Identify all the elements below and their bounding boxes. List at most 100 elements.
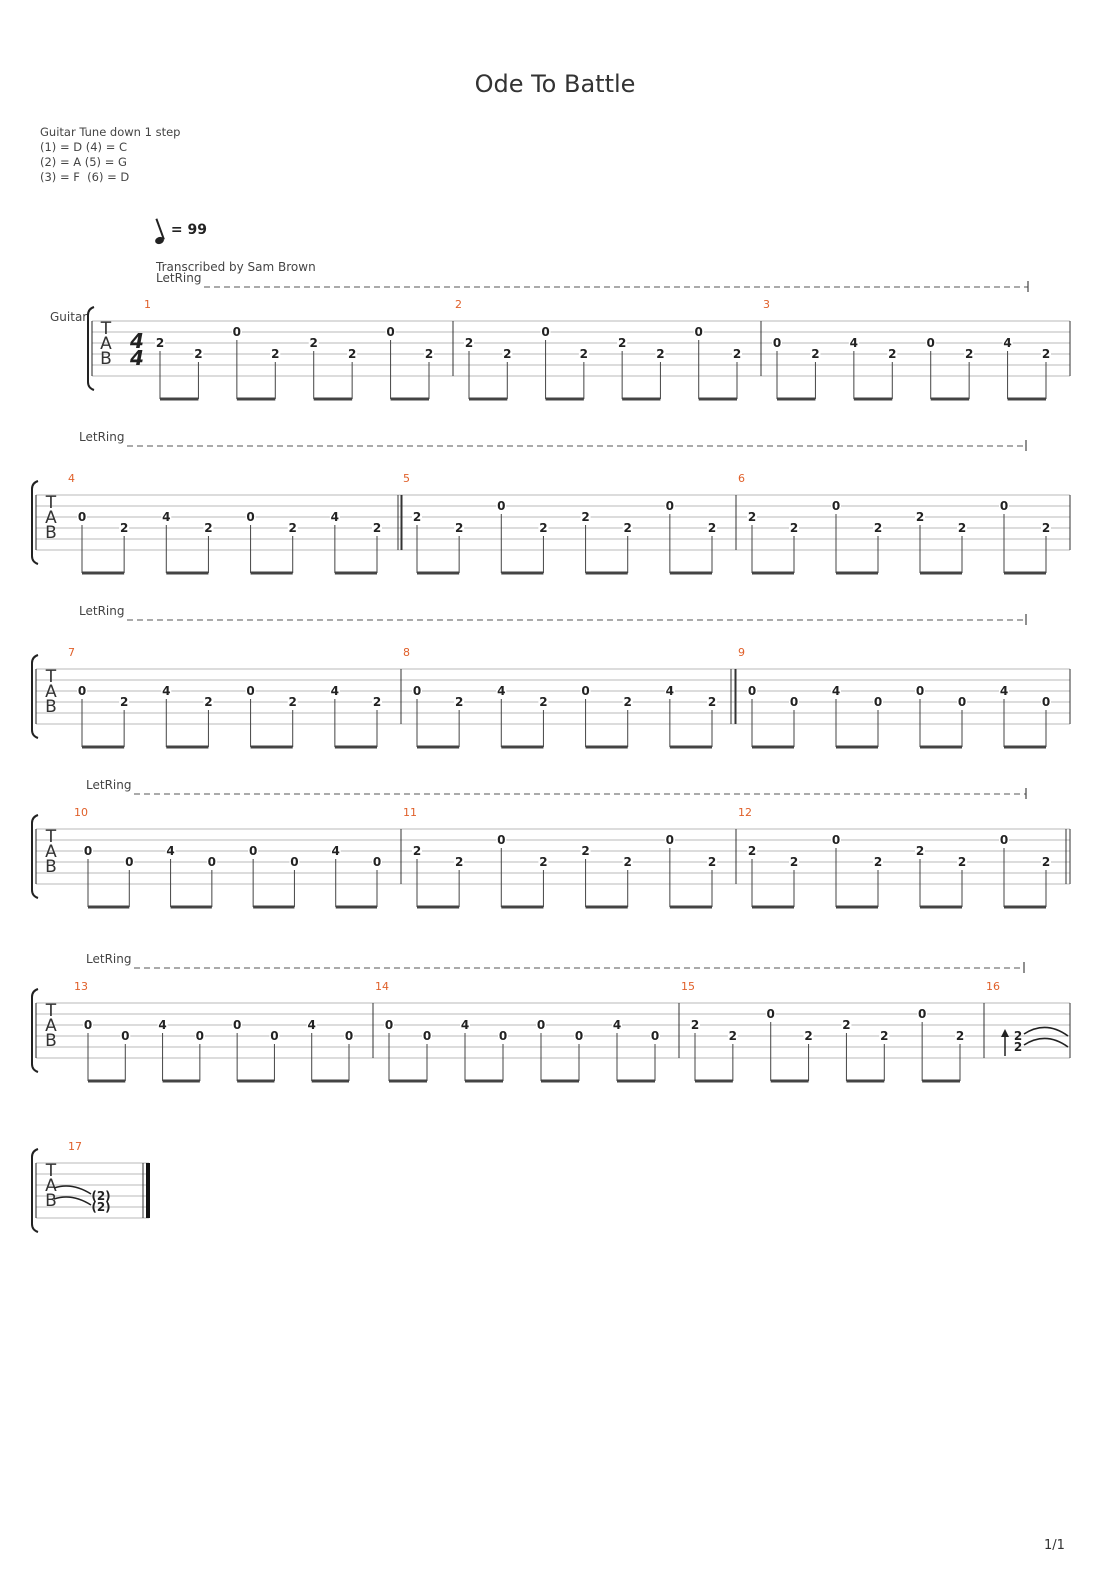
fret-mask [747,511,757,523]
fret-mask [498,1030,508,1042]
fret-mask [384,1019,394,1031]
fret-mask [655,348,666,360]
fret-mask [999,500,1009,512]
fret-number: 2 [289,695,297,709]
system-bracket [31,480,39,565]
measure-number: 15 [681,980,695,993]
fret-mask [124,856,135,868]
tab-clef-letter: T [45,1001,57,1021]
fret-mask [193,348,204,360]
fret-number: 4 [331,684,339,698]
tab-clef-letter: T [100,319,112,339]
fret-number: 0 [773,336,781,350]
fret-mask [231,326,242,338]
fret-mask [329,511,340,523]
fret-mask [1041,522,1051,534]
fret-mask [203,696,214,708]
fret-number: 2 [624,695,632,709]
tuning-info: Guitar Tune down 1 step (1) = D (4) = C … [40,125,180,185]
fret-mask [412,685,422,697]
fret-number: 0 [537,1018,545,1032]
fret-mask [1041,856,1051,868]
fret-mask [412,511,422,523]
fret-number: 0 [386,325,394,339]
let-ring-label: LetRing [86,778,131,792]
measure-number: 14 [375,980,389,993]
fret-mask [161,511,172,523]
fret-number: 2 [204,521,212,535]
fret-mask [454,856,465,868]
fret-number: 0 [423,1029,431,1043]
fret-number: 2 [455,855,463,869]
fret-number: 0 [121,1029,129,1043]
fret-number: 0 [78,510,86,524]
fret-mask [245,511,256,523]
fret-mask [308,337,319,349]
fret-number: 0 [499,1029,507,1043]
fret-number: 0 [651,1029,659,1043]
fret-number: 0 [1000,833,1008,847]
fret-number: 0 [790,695,798,709]
page-number: 1/1 [1044,1538,1065,1553]
fret-number: 2 [874,521,882,535]
fret-mask [841,1019,852,1031]
fret-number: 2 [729,1029,737,1043]
fret-number: 4 [666,684,674,698]
fret-mask [454,522,465,534]
fret-number: 2 [916,844,924,858]
fret-number: 0 [373,855,381,869]
tab-clef-letter: B [100,349,112,369]
fret-mask [580,845,591,857]
fret-mask [622,522,633,534]
fret-number: 2 [708,695,716,709]
fret-number: 0 [575,1029,583,1043]
fret-number: 2 [618,336,626,350]
fret-number: 2 [503,347,511,361]
fret-mask [789,856,799,868]
song-title: Ode To Battle [474,70,636,98]
fret-mask [538,522,549,534]
fret-number: 0 [927,336,935,350]
fret-number: 2 [348,347,356,361]
fret-mask [454,696,465,708]
fret-mask [873,522,883,534]
fret-number: 0 [345,1029,353,1043]
fret-mask [77,685,87,697]
fret-mask [1041,348,1051,360]
fret-mask [580,685,591,697]
fret-number: 2 [790,521,798,535]
fret-number: 4 [162,684,170,698]
fret-number: 4 [1000,684,1008,698]
fret-number: 0 [78,684,86,698]
let-ring-label: LetRing [79,604,124,618]
fret-number: 0 [497,499,505,513]
fret-number: 0 [832,833,840,847]
fret-mask [206,856,217,868]
measure-number: 17 [68,1140,82,1153]
fret-mask [999,685,1009,697]
fret-number: 0 [246,510,254,524]
fret-mask [77,511,87,523]
fret-number: 2 [580,347,588,361]
fret-number: 2 [811,347,819,361]
time-signature-top: 4 [129,329,144,353]
fret-number: 2 [708,855,716,869]
fret-mask [617,337,628,349]
fret-mask [873,856,883,868]
tuning-line: (1) = D (4) = C [40,140,128,154]
fret-mask [538,696,549,708]
fret-number: 2 [708,521,716,535]
fret-number: 2 [748,510,756,524]
fret-number: 2 [1042,521,1050,535]
fret-mask [789,696,799,708]
fret-number: 4 [158,1018,166,1032]
tab-clef-letter: T [45,493,57,513]
measure-number: 7 [68,646,75,659]
fret-mask [422,1030,432,1042]
fret-number: 2 [289,521,297,535]
measure-number: 6 [738,472,745,485]
fret-mask [879,1030,890,1042]
tuning-line: (3) = F (6) = D [40,170,130,184]
fret-number: 2 [455,521,463,535]
